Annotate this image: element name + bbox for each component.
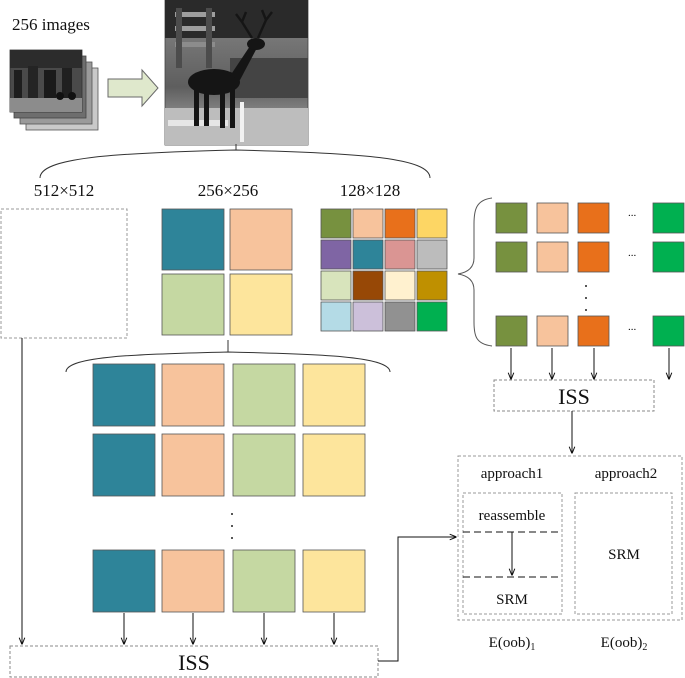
row-ellipsis-3: ...	[628, 321, 637, 333]
row256-1-patch-0	[92, 433, 156, 497]
row128-1-patch-0	[495, 241, 528, 273]
iss-box-256	[9, 645, 379, 678]
patch-256-0	[161, 208, 225, 271]
row128-1-patch-2	[577, 241, 610, 273]
patch-256-3	[229, 273, 293, 336]
row128-0-patch-1	[536, 202, 569, 234]
image-stack	[9, 49, 99, 131]
patch-128-2	[384, 208, 416, 239]
row256-1-patch-2	[232, 433, 296, 497]
scale-label-256: 256×256	[198, 181, 259, 200]
row256-2-patch-0	[92, 549, 156, 613]
row256-0-patch-1	[161, 363, 225, 427]
approach1-srm: SRM	[496, 592, 528, 608]
input-label: 256 images	[12, 15, 90, 34]
patch-grid-256	[161, 208, 293, 336]
scale-label-128: 128×128	[340, 181, 401, 200]
patch-128-12	[320, 301, 352, 332]
patch-128-4	[320, 239, 352, 270]
scale-label-512: 512×512	[34, 181, 95, 200]
row256-2-patch-1	[161, 549, 225, 613]
row256-0-patch-2	[232, 363, 296, 427]
input-to-sample-arrow	[107, 68, 159, 108]
patch-128-9	[352, 270, 384, 301]
iss-bottom-to-approaches-arrow	[378, 537, 456, 662]
patch-128-0	[320, 208, 352, 239]
patch-128-5	[352, 239, 384, 270]
row256-1-patch-1	[161, 433, 225, 497]
vertical-dots-128	[585, 285, 587, 311]
patch-128-10	[384, 270, 416, 301]
row128-2-patch-1	[536, 315, 569, 347]
iss-box-128	[493, 379, 655, 412]
approach2-title: approach2	[595, 466, 657, 482]
patch-128-14	[384, 301, 416, 332]
approach1-title: approach1	[481, 466, 543, 482]
row128-1-patch-1	[536, 241, 569, 273]
vertical-dots-256	[231, 513, 233, 539]
arrows-to-iss-128	[511, 348, 669, 379]
approach2-srm: SRM	[608, 547, 640, 563]
patch-256-1	[229, 208, 293, 271]
row256-1-patch-3	[302, 433, 366, 497]
patch-128-7	[416, 239, 448, 270]
brace-256	[65, 340, 391, 373]
iss-label-128: ISS	[558, 384, 590, 409]
patch-128-1	[352, 208, 384, 239]
approach1-reassemble: reassemble	[479, 508, 546, 524]
row-ellipsis-2: ...	[628, 247, 637, 259]
row128-0-patch-0	[495, 202, 528, 234]
row256-2-patch-3	[302, 549, 366, 613]
row-ellipsis-1: ...	[628, 207, 637, 219]
output-oob-2: E(oob)2	[601, 635, 648, 653]
bracket-128	[457, 197, 493, 347]
iss-label-256: ISS	[178, 650, 210, 675]
row128-2-patch-3	[652, 315, 685, 347]
arrows-to-iss-256	[124, 613, 334, 644]
row128-2-patch-0	[495, 315, 528, 347]
sample-image	[164, 0, 309, 146]
row256-0-patch-0	[92, 363, 156, 427]
row256-2-patch-2	[232, 549, 296, 613]
patch-rows-256	[92, 363, 366, 613]
output-oob-1: E(oob)1	[489, 635, 536, 653]
row128-2-patch-2	[577, 315, 610, 347]
patch-128-11	[416, 270, 448, 301]
scale-brace	[39, 144, 431, 179]
patch-256-2	[161, 273, 225, 336]
patch-128-8	[320, 270, 352, 301]
row128-1-patch-3	[652, 241, 685, 273]
row128-0-patch-3	[652, 202, 685, 234]
patch-rows-128	[495, 202, 685, 347]
patch-grid-128	[320, 208, 448, 332]
row128-0-patch-2	[577, 202, 610, 234]
approach2-box	[574, 492, 673, 615]
full-image-512	[0, 208, 128, 339]
patch-128-6	[384, 239, 416, 270]
row256-0-patch-3	[302, 363, 366, 427]
patch-128-13	[352, 301, 384, 332]
patch-128-15	[416, 301, 448, 332]
patch-128-3	[416, 208, 448, 239]
